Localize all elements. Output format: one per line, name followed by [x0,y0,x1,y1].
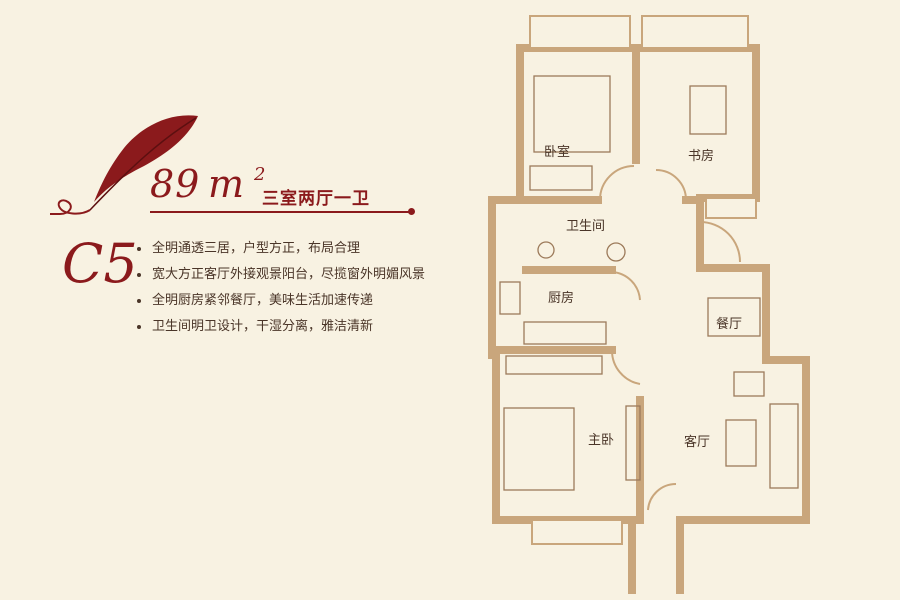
bed-single [533,75,611,153]
washing-machine-icon [606,242,626,262]
window-bedroom [529,15,631,49]
feature-item: 全明厨房紧邻餐厅，美味生活加速传递 [136,288,425,314]
area-unit: m [208,162,245,206]
title-panel: 89 m 2 三室两厅一卫 C5 全明通透三居，户型方正，布局合理 宽大方正客厅… [50,115,425,340]
model-code: C5 [62,232,138,295]
quill-icon [50,115,198,215]
bed-double [503,407,575,491]
toilet-icon [537,241,555,259]
bullet-icon [137,247,141,251]
window-small [705,197,757,219]
area-value: 89 [150,162,201,206]
room-label-living: 客厅 [684,434,710,450]
room-label-kitchen: 厨房 [548,290,574,306]
window-master [531,519,623,545]
bedroom-wardrobe [529,165,593,191]
sofa [769,403,799,489]
area-superscript: 2 [254,164,266,185]
study-desk [689,85,727,135]
bullet-icon [137,325,141,329]
title-underline [150,211,412,213]
door-entry [699,221,741,263]
feature-item: 卫生间明卫设计，干湿分离，雅洁清新 [136,314,425,340]
bullet-icon [137,273,141,277]
window-study [641,15,749,49]
wall-right [676,264,810,524]
wall-left-upper [488,44,524,359]
feature-text: 卫生间明卫设计，干湿分离，雅洁清新 [152,319,374,334]
feature-text: 全明厨房紧邻餐厅，美味生活加速传递 [152,293,374,308]
door-balcony [647,482,677,511]
room-label-bathroom: 卫生间 [566,219,605,234]
feature-text: 全明通透三居，户型方正，布局合理 [152,241,361,256]
door-study [655,169,687,201]
door-bedroom [599,165,635,201]
kitchen-stove [499,281,521,315]
feature-list: 全明通透三居，户型方正，布局合理 宽大方正客厅外接观景阳台，尽揽窗外明媚风景 全… [136,236,425,340]
feature-item: 宽大方正客厅外接观景阳台，尽揽窗外明媚风景 [136,262,425,288]
room-label-dining: 餐厅 [716,316,742,332]
coffee-table [725,419,757,467]
master-wardrobe [505,355,603,375]
layout-type: 三室两厅一卫 [262,189,370,209]
feature-item: 全明通透三居，户型方正，布局合理 [136,236,425,262]
door-kitchen [611,271,641,301]
room-label-study: 书房 [688,148,714,164]
kitchen-counter [523,321,607,345]
tv-cabinet [625,405,641,481]
bullet-icon [137,299,141,303]
room-label-bedroom: 卧室 [544,144,570,160]
door-master [610,349,641,385]
underline-dot [408,208,415,215]
room-label-master-bedroom: 主卧 [588,433,614,448]
dining-table [707,297,761,337]
feature-text: 宽大方正客厅外接观景阳台，尽揽窗外明媚风景 [152,267,426,282]
armchair [733,371,765,397]
